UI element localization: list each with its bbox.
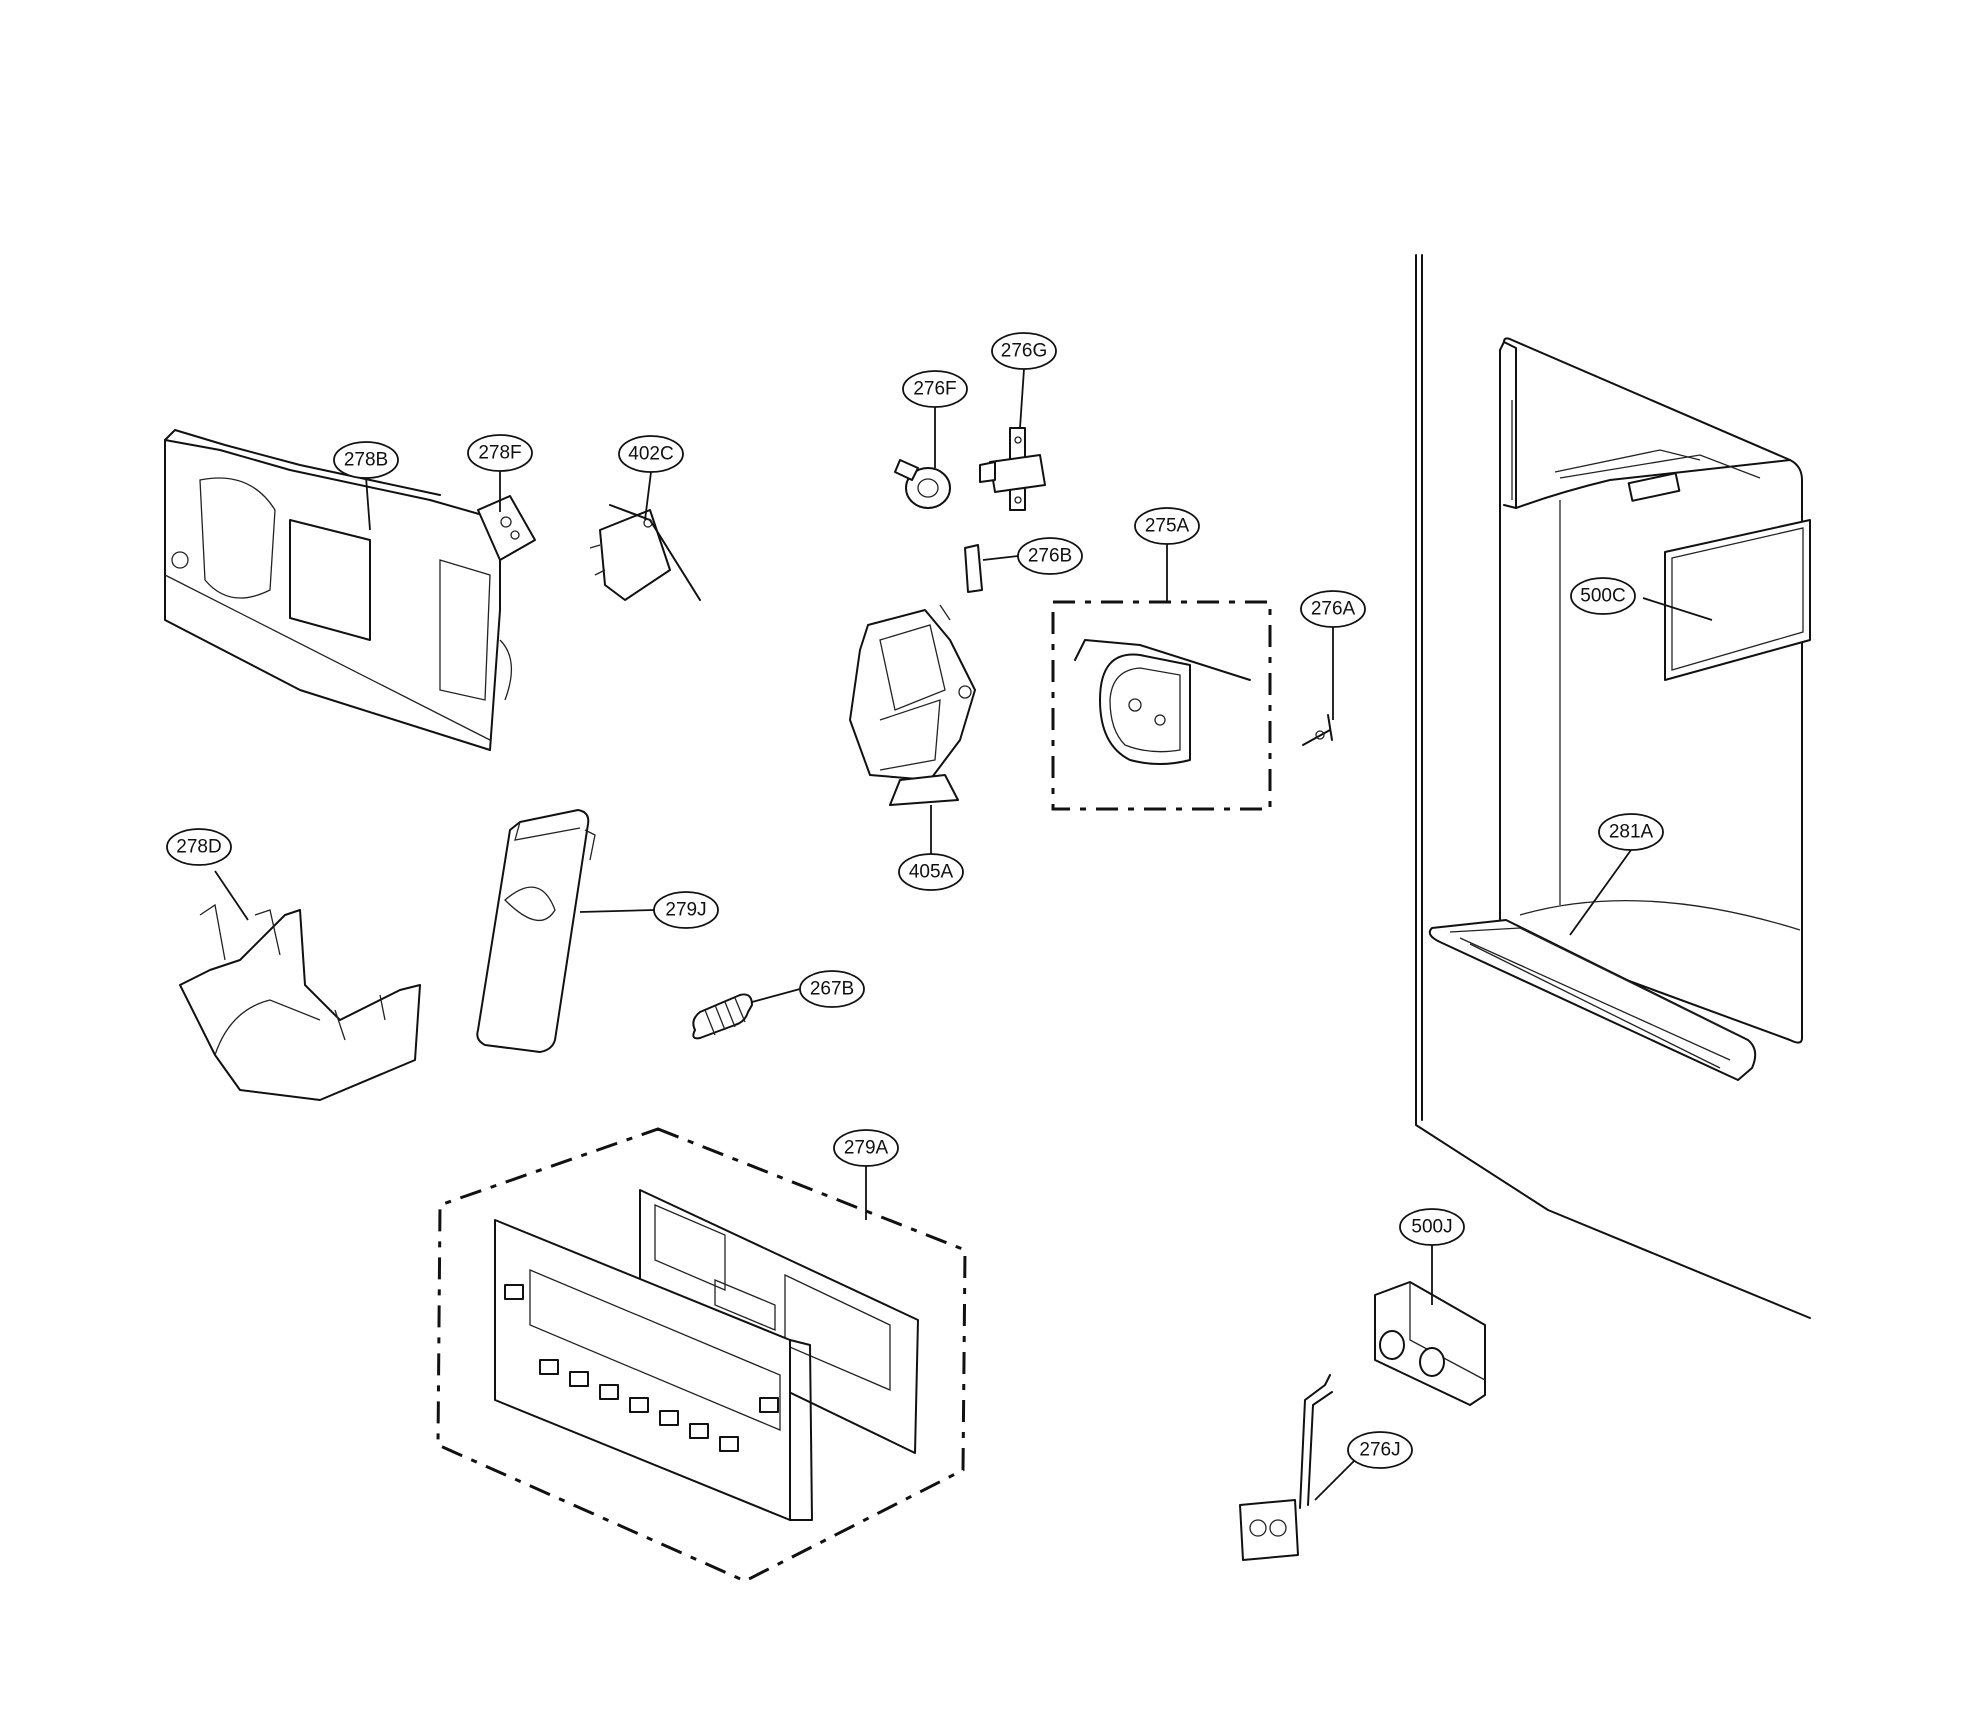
callout-label: 402C [628, 444, 673, 465]
part-276B-clip [964, 544, 983, 593]
callout-label: 500C [1580, 586, 1625, 607]
part-402C-switch [589, 504, 701, 601]
callout-label: 276J [1359, 1440, 1400, 1461]
part-276G-bracket [979, 427, 1046, 511]
callout-500J: 500J [1399, 1208, 1465, 1246]
callout-267B: 267B [799, 970, 865, 1008]
callout-281A: 281A [1598, 813, 1664, 851]
callout-label: 278F [478, 443, 521, 464]
callout-278F: 278F [467, 434, 533, 472]
callout-276A: 276A [1300, 590, 1366, 628]
callout-276F: 276F [902, 370, 968, 408]
callout-405A: 405A [898, 853, 964, 891]
callout-label: 279A [844, 1138, 889, 1159]
callout-label: 267B [810, 979, 854, 1000]
callout-402C: 402C [618, 435, 684, 473]
leader-lines [214, 368, 1713, 1501]
part-405A-actuator [849, 604, 976, 806]
callout-276J: 276J [1347, 1431, 1413, 1469]
callout-279J: 279J [653, 891, 719, 929]
callout-500C: 500C [1570, 577, 1636, 615]
part-500J-box [1374, 1281, 1486, 1406]
callout-276G: 276G [991, 332, 1057, 370]
callout-label: 276B [1028, 546, 1072, 567]
bezel-button [689, 1423, 709, 1439]
bezel-button [569, 1371, 589, 1387]
part-281A-drip-tray [1428, 919, 1757, 1081]
callout-label: 276A [1311, 599, 1356, 620]
callout-278B: 278B [333, 441, 399, 479]
part-276J-bracket [1239, 1374, 1333, 1561]
part-500C-panel [1664, 519, 1811, 681]
bezel-button [599, 1384, 619, 1400]
part-276F-knob [894, 459, 951, 509]
bezel-button [659, 1410, 679, 1426]
part-278B-housing [164, 429, 513, 751]
bezel-button [629, 1397, 649, 1413]
bezel-button [759, 1397, 779, 1413]
callout-276B: 276B [1017, 537, 1083, 575]
part-276A-screw [1302, 714, 1333, 746]
callout-label: 276G [1001, 341, 1047, 362]
part-275A-group [1051, 600, 1272, 811]
part-278D-chute [179, 903, 421, 1101]
callout-275A: 275A [1134, 507, 1200, 545]
callout-278D: 278D [166, 828, 232, 866]
callout-label: 500J [1411, 1217, 1452, 1238]
callout-label: 405A [909, 862, 954, 883]
callout-label: 281A [1609, 822, 1654, 843]
part-279J-paddle [476, 809, 596, 1053]
callout-label: 275A [1145, 516, 1190, 537]
callout-279A: 279A [833, 1129, 899, 1167]
callout-label: 276F [913, 379, 956, 400]
bezel-button [539, 1359, 559, 1375]
callout-label: 279J [665, 900, 706, 921]
part-267B-spring [692, 993, 753, 1040]
part-279A-control-assembly [436, 1127, 967, 1583]
door-body [1415, 254, 1811, 1319]
callout-label: 278D [176, 837, 221, 858]
callout-label: 278B [344, 450, 388, 471]
bezel-button [504, 1284, 524, 1300]
bezel-button [719, 1436, 739, 1452]
